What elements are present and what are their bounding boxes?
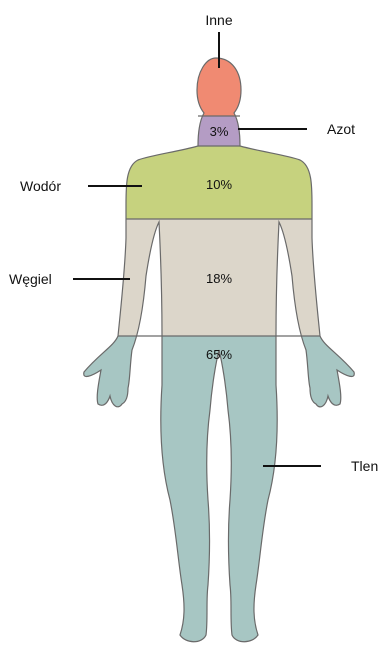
percent-hydrogen: 10% [206,177,232,192]
percent-carbon: 18% [206,271,232,286]
label-nitrogen: Azot [327,121,355,137]
percent-oxygen: 65% [206,347,232,362]
label-carbon: Węgiel [9,271,52,287]
band-carbon [0,219,390,336]
percent-nitrogen: 3% [210,124,229,139]
label-other: Inne [205,12,232,28]
label-hydrogen: Wodór [20,178,61,194]
band-other [0,40,390,116]
label-oxygen: Tlen [351,458,378,474]
band-oxygen [0,336,390,648]
